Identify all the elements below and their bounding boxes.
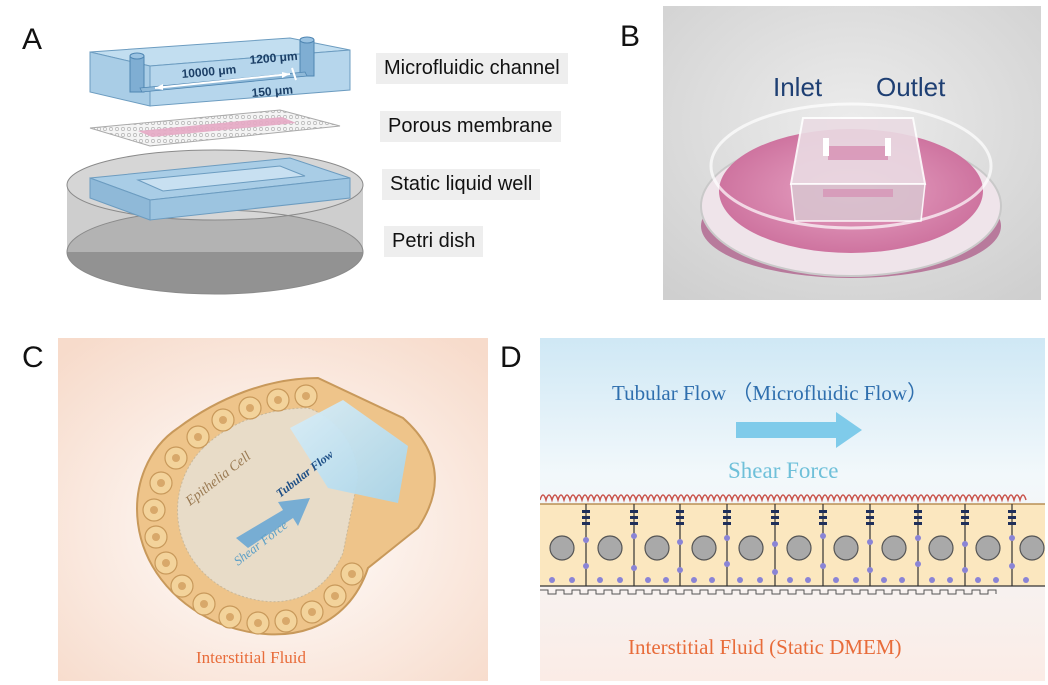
layer-label-static-liquid-well: Static liquid well — [382, 169, 541, 200]
interstitial-fluid-label-c: Interstitial Fluid — [196, 648, 307, 667]
tubule-illustration: Epithelia Cell Tubular Flow Shear Force … — [58, 338, 488, 681]
outlet-label: Outlet — [876, 72, 946, 102]
interstitial-fluid-label-d: Interstitial Fluid (Static DMEM) — [628, 635, 902, 659]
tubular-flow-arrow — [236, 498, 310, 548]
microfluidic-channel-shape — [89, 36, 351, 107]
dim-height: 150 μm — [251, 82, 293, 100]
shear-force-text: Shear Force — [728, 458, 839, 483]
transporter-dots — [549, 533, 1029, 583]
tight-junctions — [582, 510, 1016, 525]
porous-membrane-shape — [89, 109, 341, 147]
panel-letter-b: B — [620, 20, 641, 53]
epithelial-cells — [142, 384, 364, 635]
layer-label-microfluidic-channel: Microfluidic channel — [376, 53, 568, 84]
panel-letter-d: D — [500, 341, 522, 374]
dim-length: 10000 μm — [181, 62, 237, 81]
panel-letter-a: A — [22, 23, 43, 56]
basement-membrane — [540, 589, 997, 595]
layer-label-porous-membrane: Porous membrane — [380, 111, 561, 142]
dim-width: 1200 μm — [249, 49, 298, 67]
static-liquid-well-shape — [89, 157, 351, 221]
epithelium-cross-section: Tubular Flow （Microfluidic Flow） Shear F… — [540, 338, 1045, 681]
nuclei — [549, 535, 1045, 561]
device-photo: Inlet Outlet — [663, 6, 1041, 300]
layer-label-petri-dish: Petri dish — [384, 226, 484, 257]
microvilli — [540, 494, 1027, 503]
inlet-label: Inlet — [773, 72, 823, 102]
chip-exploded-view: 10000 μm 1200 μm 150 μm — [66, 36, 364, 295]
panel-letter-c: C — [22, 341, 44, 374]
shear-flow-arrow — [736, 412, 862, 448]
tubular-flow-text: Tubular Flow （Microfluidic Flow） — [612, 381, 928, 405]
